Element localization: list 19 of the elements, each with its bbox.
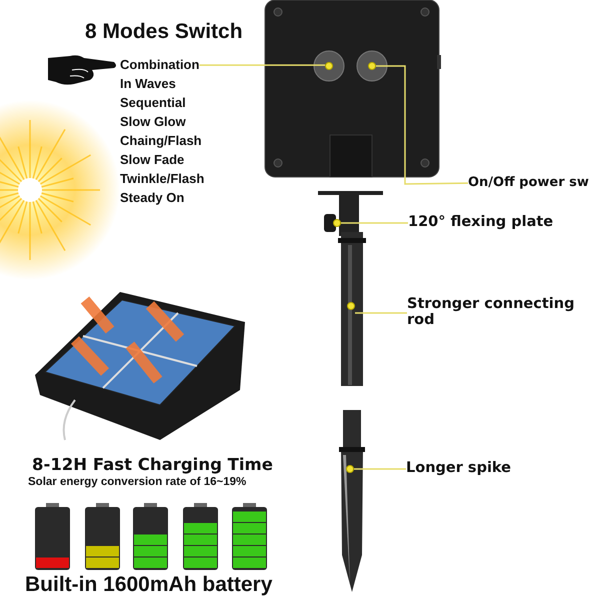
leader-line [355, 312, 407, 314]
heading: 8 Modes Switch [85, 20, 243, 44]
callout-label: 120° flexing plate [408, 215, 554, 231]
callout-label: Combination [120, 58, 200, 72]
callout-label: Stronger connecting rod [407, 297, 577, 329]
callout-label: Longer spike [406, 461, 512, 477]
feature-text: 8-12H Fast Charging Time [32, 456, 273, 474]
leader-line [354, 468, 406, 470]
callout-label: On/Off power sw [468, 176, 589, 190]
mode-name: Twinkle/Flash [120, 172, 204, 186]
mode-name: Chaing/Flash [120, 134, 202, 148]
mode-name: Slow Glow [120, 115, 186, 130]
battery-caption: Built-in 1600mAh battery [25, 573, 272, 596]
mode-name: In Waves [120, 77, 176, 92]
mode-name: Slow Fade [120, 153, 184, 168]
mode-name: Steady On [120, 191, 184, 206]
mode-name: Sequential [120, 96, 186, 110]
leader-line [341, 222, 408, 224]
feature-text: Solar energy conversion rate of 16~19% [28, 476, 246, 489]
